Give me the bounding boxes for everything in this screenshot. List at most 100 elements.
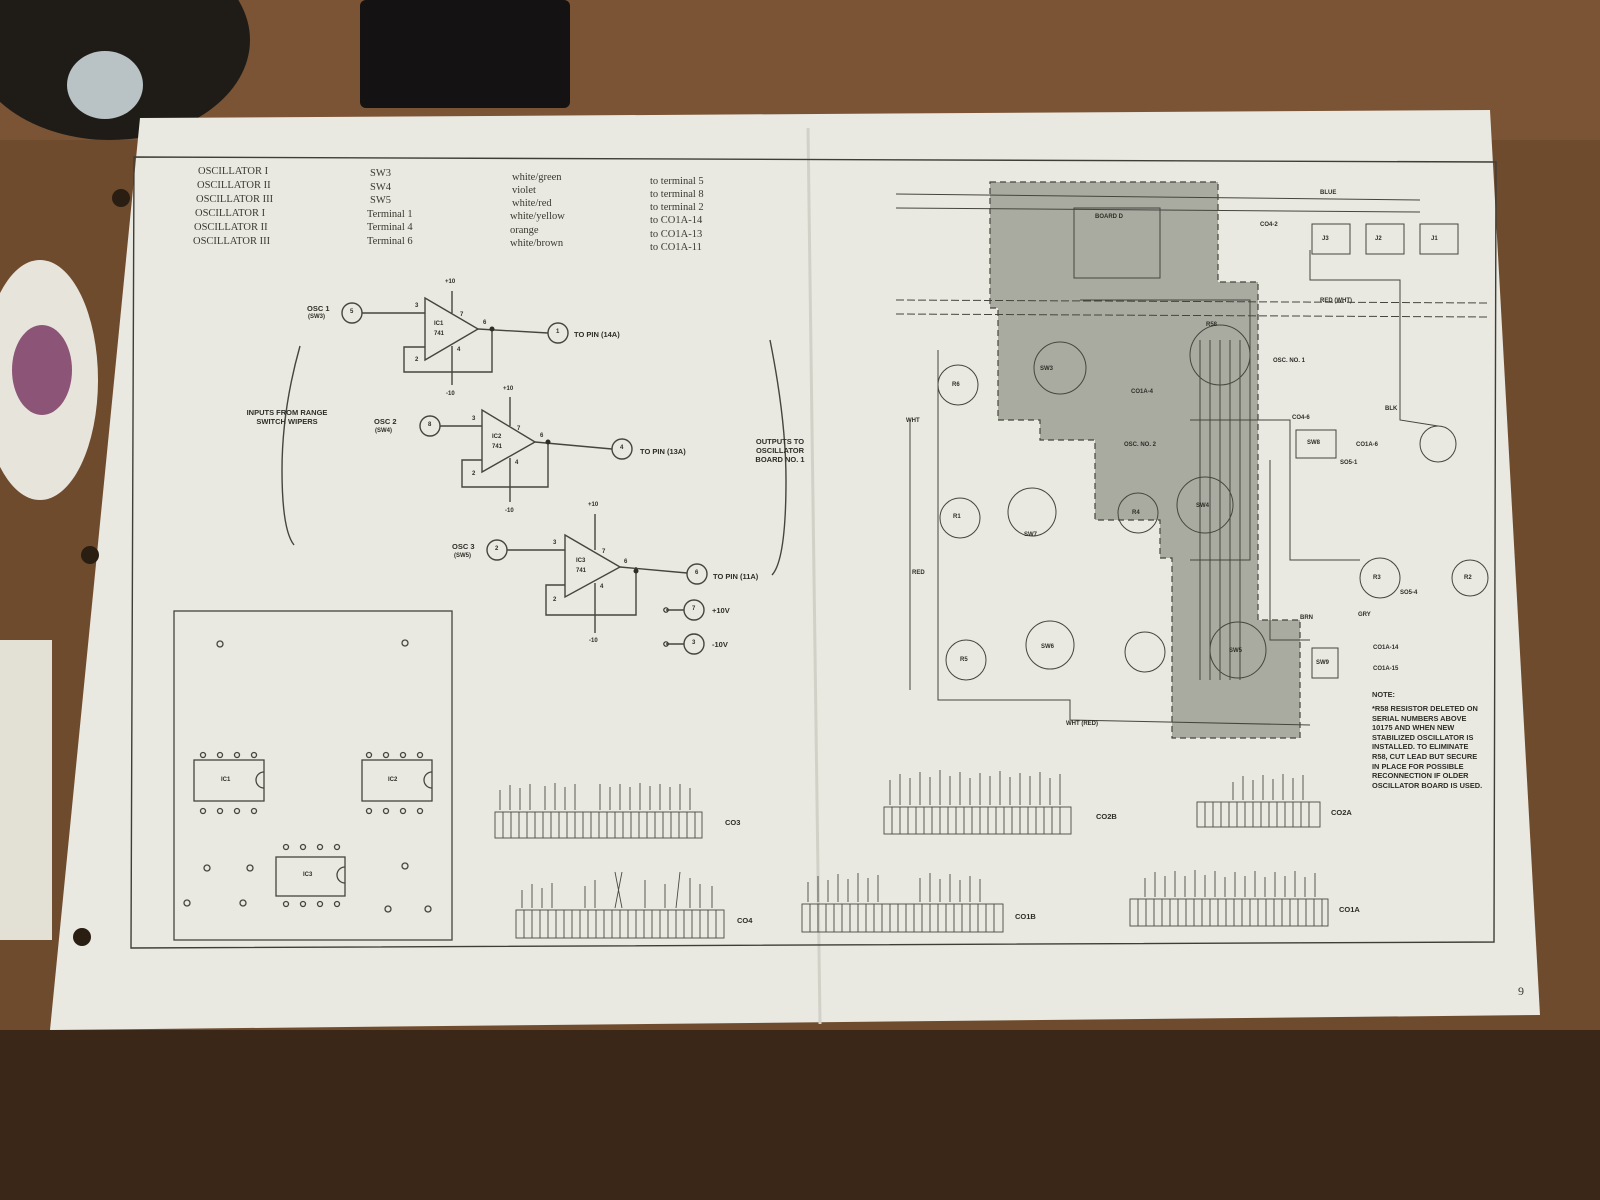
- terminal-label: CO4-6: [1292, 415, 1310, 421]
- pin-number: 6: [483, 320, 487, 326]
- osc-label: OSC 3: [452, 542, 475, 551]
- terminal-number: 7: [692, 606, 696, 612]
- component-label: R1: [953, 514, 961, 520]
- pin-number: 3: [553, 540, 557, 546]
- wire-color: WHT: [906, 418, 920, 424]
- supply-plus: +10: [445, 279, 456, 285]
- pin-label: TO PIN (14A): [574, 330, 620, 339]
- shaded-board-region: [989, 181, 1301, 739]
- terminal-label: SO5-4: [1400, 590, 1418, 596]
- chip-label: IC2: [388, 777, 398, 783]
- wire-color: BLUE: [1320, 190, 1337, 196]
- ic-type: 741: [492, 444, 503, 450]
- supply-minus: -10: [589, 638, 598, 644]
- terminal-number: 5: [350, 309, 354, 315]
- op-amp-schematic: [281, 291, 787, 655]
- connector-label: CO1B: [1015, 912, 1036, 921]
- pin-number: 7: [460, 312, 464, 318]
- pin-number: 3: [472, 416, 476, 422]
- connector-label: CO2B: [1096, 812, 1117, 821]
- board-label: BOARD D: [1095, 214, 1123, 220]
- table-row: Terminal 4: [367, 222, 413, 233]
- switch-label: SW8: [1307, 440, 1321, 446]
- terminal-number: 6: [695, 570, 699, 576]
- switch-label: SW6: [1041, 644, 1055, 650]
- table-row: white/green: [512, 172, 562, 183]
- switch-label: SW7: [1024, 532, 1038, 538]
- pin-number: 2: [415, 357, 419, 363]
- page-border: [130, 156, 1497, 949]
- ic-type: 741: [576, 568, 587, 574]
- table-row: to CO1A-14: [650, 215, 703, 226]
- terminal-label: CO1A-6: [1356, 442, 1379, 448]
- switch-label: (SW5): [454, 553, 471, 559]
- table-row: SW5: [370, 195, 391, 206]
- switch-label: SW9: [1316, 660, 1330, 666]
- table-row: Terminal 6: [367, 236, 413, 247]
- pin-label: TO PIN (11A): [713, 572, 759, 581]
- table-row: to terminal 8: [650, 189, 704, 200]
- connector-label: CO2A: [1331, 808, 1352, 817]
- black-device: [360, 0, 570, 108]
- pin-number: 7: [517, 426, 521, 432]
- supply-label: -10V: [712, 640, 728, 649]
- wire-color: BLK: [1385, 406, 1398, 412]
- table-row: OSCILLATOR II: [197, 180, 271, 191]
- pin-number: 4: [515, 460, 519, 466]
- pin-number: 6: [540, 433, 544, 439]
- supply-minus: -10: [505, 508, 514, 514]
- pin-number: 4: [457, 347, 461, 353]
- terminal-label: CO1A-15: [1373, 666, 1399, 672]
- supply-terminal-dots: [663, 607, 669, 647]
- table-row: SW3: [370, 168, 391, 179]
- ic-type: 741: [434, 331, 445, 337]
- pin-number: 4: [600, 584, 604, 590]
- booklet-page: [50, 110, 1540, 1030]
- terminal-number: 8: [428, 422, 432, 428]
- wire-color: RED: [912, 570, 925, 576]
- terminal-label: SO5-1: [1340, 460, 1358, 466]
- table-row: white/red: [512, 198, 552, 209]
- ic-name: IC1: [434, 321, 444, 327]
- switch-label: (SW3): [308, 314, 325, 320]
- switch-label: SW4: [1196, 503, 1210, 509]
- table-row: OSCILLATOR II: [194, 222, 268, 233]
- wire-color: GRY: [1358, 612, 1371, 618]
- jack-label: J1: [1431, 236, 1438, 242]
- inputs-label: INPUTS FROM RANGE SWITCH WIPERS: [246, 408, 328, 426]
- jack-label: J2: [1375, 236, 1382, 242]
- terminal-number: 1: [556, 329, 560, 335]
- table-row: white/yellow: [510, 211, 565, 222]
- wiring-diagram: [895, 181, 1491, 739]
- spool: [67, 51, 143, 119]
- supply-plus: +10: [588, 502, 599, 508]
- pin-number: 3: [415, 303, 419, 309]
- table-row: to terminal 2: [650, 202, 704, 213]
- component-label: R58: [1206, 322, 1218, 328]
- pin-label: TO PIN (13A): [640, 447, 686, 456]
- chip-label: IC3: [303, 872, 313, 878]
- connector-label: CO4: [737, 916, 753, 925]
- punch-hole: [73, 928, 91, 946]
- wire-color: BRN: [1300, 615, 1313, 621]
- terminal-label: CO1A-14: [1373, 645, 1399, 651]
- pin-number: 6: [624, 559, 628, 565]
- junction-dots: [489, 326, 639, 574]
- table-row: orange: [510, 225, 539, 236]
- osc-board-label: OSC. NO. 2: [1124, 442, 1157, 448]
- pin-number: 2: [472, 471, 476, 477]
- supply-plus: +10: [503, 386, 514, 392]
- terminal-number: 3: [692, 640, 696, 646]
- ic-name: IC2: [492, 434, 502, 440]
- note-text: *R58 RESISTOR DELETED ON SERIAL NUMBERS …: [1372, 704, 1483, 790]
- connector-label: CO3: [725, 818, 741, 827]
- switch-label: (SW4): [375, 428, 392, 434]
- table-row: to CO1A-11: [650, 242, 702, 253]
- punch-hole: [112, 189, 130, 207]
- component-label: R6: [952, 382, 960, 388]
- osc-label: OSC 1: [307, 304, 330, 313]
- switch-label: SW5: [1229, 648, 1243, 654]
- terminal-label: CO4-2: [1260, 222, 1278, 228]
- table-row: to CO1A-13: [650, 229, 703, 240]
